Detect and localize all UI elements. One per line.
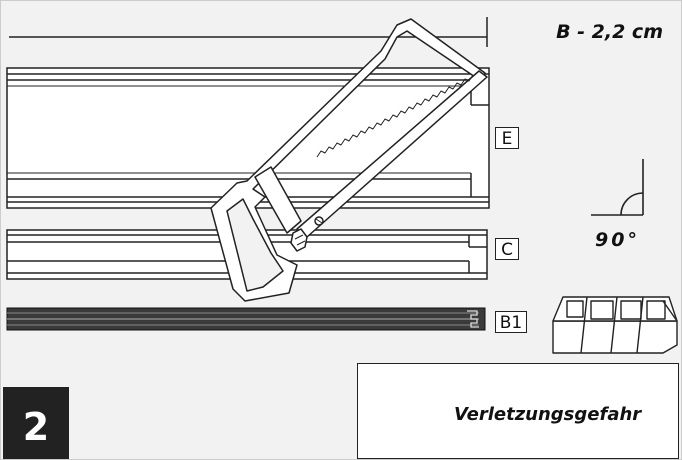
- measurement-label: B - 2,2 cm: [556, 21, 663, 43]
- hacksaw-icon: [210, 18, 488, 302]
- part-label-c: C: [495, 238, 519, 260]
- warning-text: Verletzungsgefahr: [454, 404, 642, 425]
- miter-box-icon: [552, 296, 678, 354]
- part-label-e: E: [495, 127, 519, 149]
- step-number-badge: 2: [3, 387, 69, 459]
- warning-box: Verletzungsgefahr: [357, 363, 679, 459]
- dimension-line: [9, 17, 488, 47]
- angle-label: 90°: [595, 229, 640, 251]
- profile-b1: [6, 307, 486, 331]
- part-label-b1: B1: [495, 311, 527, 333]
- right-angle-icon: [591, 159, 644, 216]
